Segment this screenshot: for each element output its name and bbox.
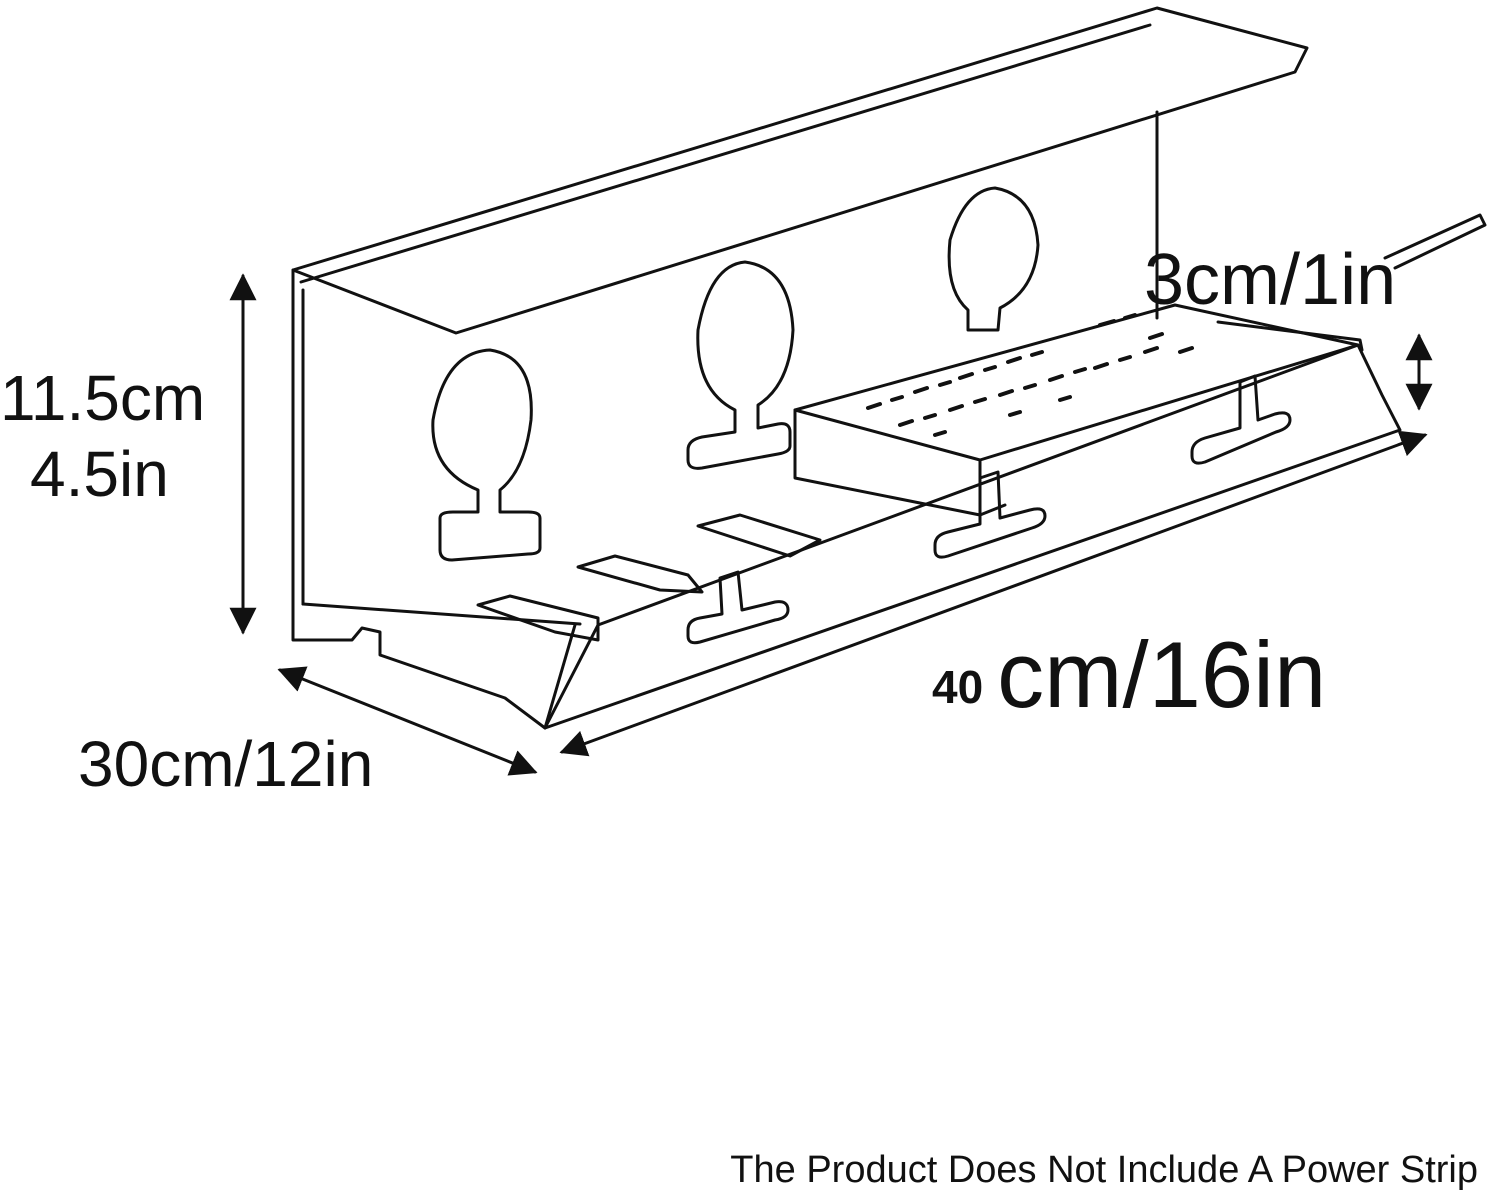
keyhole-slot-3 bbox=[947, 186, 1040, 332]
lip-t-slot-1 bbox=[686, 570, 790, 645]
height-in-label: 4.5in bbox=[30, 438, 169, 510]
keyhole-slot-2 bbox=[686, 260, 795, 470]
lip-height-label: 3cm/1in bbox=[1144, 240, 1397, 320]
height-cm-label: 11.5cm bbox=[0, 362, 206, 434]
width-unit: cm/16in bbox=[997, 622, 1327, 727]
lip-t-slot-3 bbox=[1190, 374, 1292, 465]
lip-t-slot-2 bbox=[933, 470, 1047, 559]
top-shelf bbox=[291, 6, 1309, 335]
power-strip bbox=[793, 213, 1487, 517]
floor-slot-2 bbox=[576, 554, 704, 594]
keyhole-slot-1 bbox=[431, 348, 542, 562]
depth-label: 30cm/12in bbox=[78, 728, 374, 800]
width-number: 40 bbox=[932, 661, 984, 713]
floor-slot-3 bbox=[696, 513, 822, 558]
back-wall bbox=[291, 268, 582, 730]
width-dimension-arrow bbox=[559, 430, 1428, 757]
power-strip-disclaimer: The Product Does Not Include A Power Str… bbox=[730, 1149, 1478, 1191]
depth-dimension-arrow bbox=[277, 666, 538, 776]
